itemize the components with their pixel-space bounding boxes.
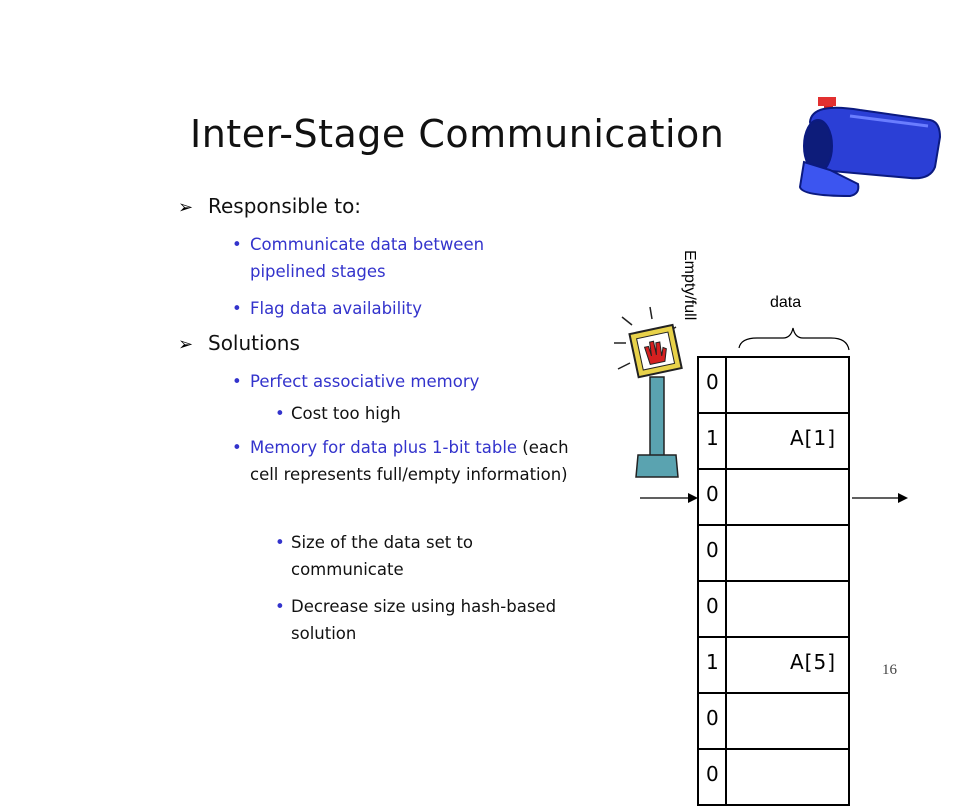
table-row: 1 A[5] (697, 638, 850, 694)
stop-hand-sign-icon (614, 306, 683, 478)
table-row: 1 A[1] (697, 414, 850, 470)
row-flag: 0 (706, 482, 719, 506)
bullet-dot-icon: • (232, 299, 242, 318)
row-flag: 1 (706, 650, 719, 674)
row-flag: 0 (706, 706, 719, 730)
table-row: 0 (697, 750, 850, 806)
input-arrow (640, 493, 698, 503)
bullet-dot-icon: • (275, 404, 285, 423)
row-divider (725, 526, 727, 580)
table-row: 0 (697, 694, 850, 750)
sub-bullet-flag: • Flag data availability (232, 295, 522, 322)
empty-full-label: Empty/full (681, 250, 698, 321)
row-divider (725, 638, 727, 692)
data-label: data (770, 294, 802, 311)
row-divider (725, 358, 727, 412)
bullet-responsible: ➢Responsible to: (178, 194, 362, 218)
row-flag: 0 (706, 594, 719, 618)
sub-sub-bullet-cost: • Cost too high (275, 400, 555, 427)
buffer-table: 0 1 A[1] 0 0 0 1 A[5] 0 0 (697, 356, 850, 806)
arrow-bullet-icon: ➢ (178, 334, 194, 355)
page-number: 16 (882, 662, 897, 678)
arrow-bullet-icon: ➢ (178, 197, 194, 218)
bullet-dot-icon: • (232, 438, 242, 457)
row-divider (725, 414, 727, 468)
sub-bullet-communicate: • Communicate data between pipelined sta… (232, 231, 502, 285)
data-brace (738, 327, 850, 351)
mailbox-icon (798, 97, 942, 198)
sub-sub-bullet-hash: • Decrease size using hash-based solutio… (275, 593, 585, 647)
bullet-dot-icon: • (275, 597, 285, 616)
sub-bullet-memory: • Memory for data plus 1-bit table (each… (232, 434, 577, 488)
slide-title: Inter-Stage Communication (190, 112, 725, 156)
row-flag: 1 (706, 426, 719, 450)
table-row: 0 (697, 582, 850, 638)
table-row: 0 (697, 526, 850, 582)
row-flag: 0 (706, 370, 719, 394)
row-divider (725, 470, 727, 524)
row-divider (725, 582, 727, 636)
row-flag: 0 (706, 538, 719, 562)
row-value: A[1] (789, 426, 836, 450)
bullet-dot-icon: • (232, 235, 242, 254)
row-divider (725, 750, 727, 804)
table-row: 0 (697, 358, 850, 414)
row-flag: 0 (706, 762, 719, 786)
row-divider (725, 694, 727, 748)
row-value: A[5] (789, 650, 836, 674)
sub-sub-bullet-size: • Size of the data set to communicate (275, 529, 575, 583)
bullet-dot-icon: • (275, 533, 285, 552)
sub-bullet-associative: • Perfect associative memory (232, 368, 532, 395)
output-arrow (852, 493, 908, 503)
bullet-solutions: ➢Solutions (178, 331, 300, 355)
bullet-dot-icon: • (232, 372, 242, 391)
table-row: 0 (697, 470, 850, 526)
